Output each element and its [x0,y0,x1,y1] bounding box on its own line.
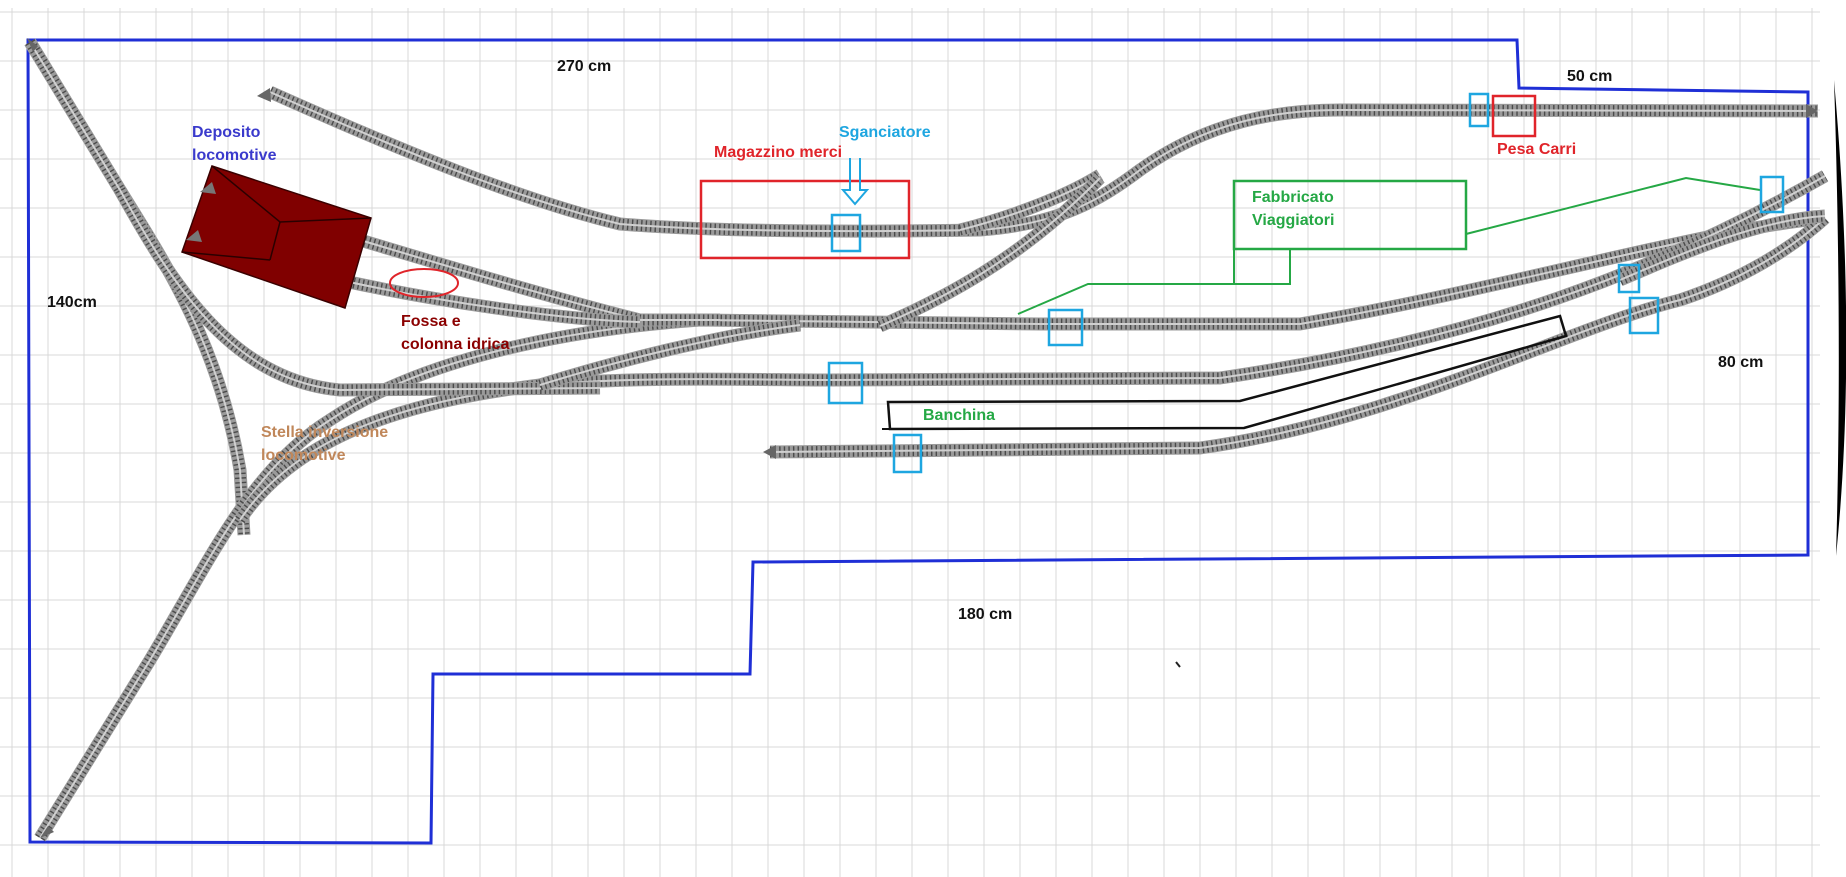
wagon-scale-outline [1491,94,1537,138]
track-end-arrow [27,38,38,52]
uncoupler-label: Sganciatore [839,124,931,141]
track-ties [25,39,250,536]
track-bed [877,173,1105,332]
track-end-markers [27,38,1818,838]
station-label-line1: Fabbricato [1252,189,1334,206]
track-rail [269,91,1819,233]
wagon-scale-label: Pesa Carri [1497,141,1577,158]
depot-roof-ridge [181,251,271,261]
wye-label-line1: Stella inversione [261,424,389,441]
depot-track-arrow [200,182,216,194]
station-leader-line [1017,249,1291,315]
track-bed [24,38,251,536]
depot-track-arrow [186,230,202,242]
track-rail [39,217,1826,839]
dimension-bottom-label: 180 cm [958,606,1013,623]
track-end-arrow [1806,104,1818,118]
station-building-outline [1232,179,1468,251]
track-rail [339,279,641,323]
track-rail [29,41,245,536]
uncoupler-markers [827,92,1785,474]
dimension-top-right-label: 50 cm [1567,68,1613,85]
track-end-arrow [257,88,271,102]
track-end-arrow [40,826,54,838]
water-pit-marker [389,268,459,298]
warehouse-label: Magazzino merci [714,144,843,161]
track-rail [959,174,1101,231]
track-ties [267,86,1819,237]
track-rail [539,324,801,386]
track-end-arrow [763,445,776,459]
track-bed [34,211,1826,842]
warehouse-outline [699,179,911,260]
wye-label-line2: locomotive [261,447,346,464]
uncoupler-marker [830,213,862,253]
pit-label-line2: colonna idrica [401,336,510,353]
uncoupler-marker [827,361,864,405]
dimension-right-label: 80 cm [1718,354,1764,371]
depot-label-line2: locomotive [192,147,277,164]
station-leader-line [1465,176,1761,235]
track-rail [239,175,1826,521]
uncoupler-marker [1759,175,1785,214]
uncoupler-arrow [840,158,870,206]
track-rail [769,217,1826,453]
edge-shadow [1834,80,1846,556]
track-layer [24,38,1830,842]
depot-roof-ridge [269,221,281,261]
uncoupler-marker [1617,263,1641,294]
dimension-left-label: 140cm [47,294,97,311]
platform-label: Banchina [923,407,996,424]
board-outline [26,38,1810,845]
stray-mark [1175,661,1181,668]
track-rail [879,177,1101,327]
uncoupler-marker [1628,296,1660,335]
dimension-top-label: 270 cm [557,58,612,75]
pit-label-line1: Fossa e [401,313,461,330]
station-label-line2: Viaggiatori [1252,212,1335,229]
track-rail [119,189,601,392]
uncoupler-marker [1047,308,1084,347]
track-ties [35,212,1826,841]
station-building-group [1017,176,1761,315]
uncoupler-marker [892,433,923,474]
track-rail [1619,215,1826,281]
locomotive-depot [181,165,372,309]
depot-label-line1: Deposito [192,124,261,141]
uncoupler-marker [1468,92,1490,128]
